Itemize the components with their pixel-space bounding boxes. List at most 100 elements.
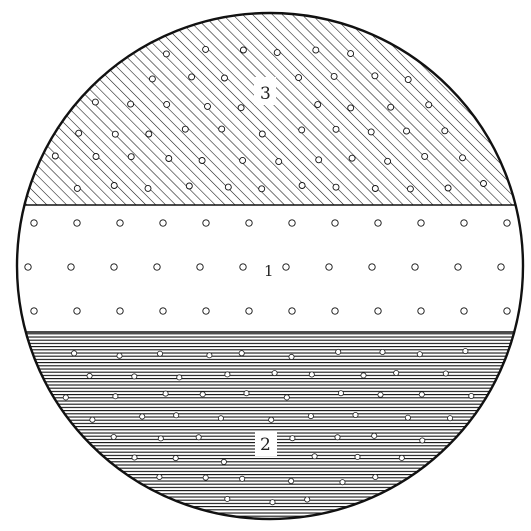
particle bbox=[504, 220, 510, 226]
particle bbox=[461, 220, 467, 226]
particle bbox=[74, 220, 80, 226]
particle bbox=[463, 349, 468, 354]
particle bbox=[199, 158, 205, 164]
particle bbox=[174, 413, 179, 418]
particle bbox=[238, 105, 244, 111]
particle bbox=[284, 395, 289, 400]
particle bbox=[25, 264, 31, 270]
particle bbox=[117, 220, 123, 226]
particle bbox=[132, 455, 137, 460]
particle bbox=[111, 264, 117, 270]
particle bbox=[240, 264, 246, 270]
particle bbox=[203, 308, 209, 314]
particle bbox=[259, 131, 265, 137]
particle bbox=[442, 128, 448, 134]
particle bbox=[407, 186, 413, 192]
particle bbox=[353, 412, 358, 417]
particle bbox=[332, 220, 338, 226]
particle bbox=[385, 158, 391, 164]
particle bbox=[372, 433, 377, 438]
middle-layer-label: 1 bbox=[264, 262, 274, 280]
particle bbox=[113, 394, 118, 399]
particle bbox=[31, 220, 37, 226]
particle bbox=[203, 46, 209, 52]
particle bbox=[313, 47, 319, 53]
particle bbox=[225, 372, 230, 377]
particle bbox=[111, 434, 116, 439]
particle bbox=[140, 414, 145, 419]
particle bbox=[203, 475, 208, 480]
particle bbox=[128, 101, 134, 107]
particle bbox=[388, 104, 394, 110]
particle bbox=[93, 154, 99, 160]
particle bbox=[316, 157, 322, 163]
particle bbox=[222, 75, 228, 81]
particle bbox=[219, 126, 225, 132]
particle bbox=[422, 153, 428, 159]
particle bbox=[326, 264, 332, 270]
particle bbox=[31, 308, 37, 314]
particle bbox=[76, 130, 82, 136]
particle bbox=[420, 438, 425, 443]
particle bbox=[348, 105, 354, 111]
particle bbox=[331, 73, 337, 79]
particle bbox=[448, 416, 453, 421]
particle bbox=[417, 352, 422, 357]
particle bbox=[112, 131, 118, 137]
particle bbox=[200, 392, 205, 397]
particle bbox=[221, 459, 226, 464]
particle bbox=[246, 220, 252, 226]
particle bbox=[338, 391, 343, 396]
particle bbox=[276, 159, 282, 165]
particle bbox=[368, 129, 374, 135]
particle bbox=[154, 264, 160, 270]
particle bbox=[309, 372, 314, 377]
particle bbox=[68, 264, 74, 270]
particle bbox=[272, 371, 277, 376]
particle bbox=[289, 220, 295, 226]
particle bbox=[469, 393, 474, 398]
particle bbox=[239, 351, 244, 356]
particle bbox=[240, 47, 246, 53]
particle bbox=[404, 128, 410, 134]
particle bbox=[92, 99, 98, 105]
particle bbox=[412, 264, 418, 270]
particle bbox=[504, 308, 510, 314]
particle bbox=[305, 497, 310, 502]
particle bbox=[246, 308, 252, 314]
particle bbox=[308, 414, 313, 419]
particle bbox=[207, 353, 212, 358]
particle bbox=[157, 351, 162, 356]
particle bbox=[426, 102, 432, 108]
particle bbox=[372, 73, 378, 79]
particle bbox=[335, 435, 340, 440]
particle bbox=[90, 417, 95, 422]
particle bbox=[375, 220, 381, 226]
particle bbox=[173, 456, 178, 461]
particle bbox=[332, 308, 338, 314]
particle bbox=[405, 77, 411, 83]
particle bbox=[203, 220, 209, 226]
particle bbox=[163, 391, 168, 396]
particle bbox=[186, 183, 192, 189]
particle bbox=[166, 156, 172, 162]
particle bbox=[259, 186, 265, 192]
particle bbox=[283, 264, 289, 270]
particle bbox=[461, 308, 467, 314]
particle bbox=[299, 183, 305, 189]
particle bbox=[111, 183, 117, 189]
particle bbox=[361, 373, 366, 378]
particle bbox=[146, 131, 152, 137]
particle bbox=[225, 496, 230, 501]
particle bbox=[312, 454, 317, 459]
particle bbox=[418, 308, 424, 314]
particle bbox=[355, 454, 360, 459]
particle bbox=[455, 264, 461, 270]
particle bbox=[163, 51, 169, 57]
particle bbox=[177, 375, 182, 380]
particle bbox=[340, 480, 345, 485]
particle bbox=[315, 102, 321, 108]
particle bbox=[290, 436, 295, 441]
particle bbox=[52, 153, 58, 159]
